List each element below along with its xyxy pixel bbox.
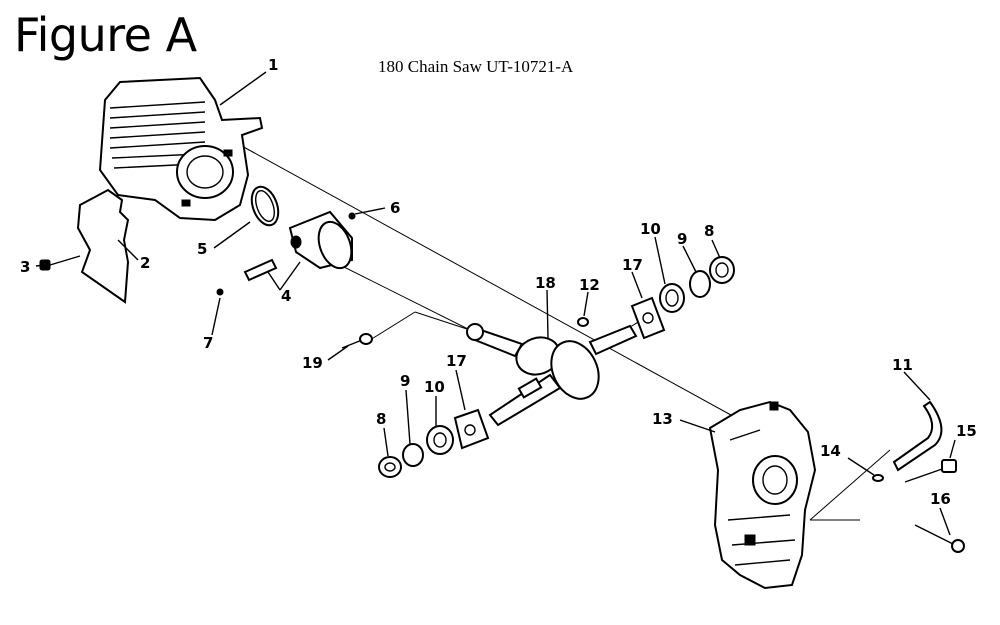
- woodruff-key-part: [577, 317, 589, 327]
- screw-part-16: [914, 524, 965, 553]
- crankcase-part: [708, 400, 817, 590]
- crankshaft-part: [466, 323, 638, 427]
- callout-10-right: 10: [640, 220, 661, 238]
- assembly-axis-line: [809, 449, 891, 521]
- callout-11: 11: [892, 356, 913, 374]
- callout-9-left: 9: [400, 372, 410, 390]
- pin-clip-part: [216, 288, 224, 296]
- snap-ring-right: [689, 270, 711, 298]
- callout-8-right: 8: [704, 222, 714, 240]
- figure-title: Figure A: [14, 8, 197, 62]
- callout-19: 19: [302, 354, 323, 372]
- assembly-axis-line: [369, 311, 416, 341]
- callout-6: 6: [390, 199, 400, 217]
- callout-15: 15: [956, 422, 977, 440]
- assembly-axis-line: [414, 311, 471, 331]
- callout-13: 13: [652, 410, 673, 428]
- cylinder-cover-plate: [76, 188, 130, 304]
- diagram-subtitle: 180 Chain Saw UT-10721-A: [378, 57, 574, 76]
- assembly-axis-line: [239, 144, 741, 421]
- callout-12: 12: [579, 276, 600, 294]
- piston-ring-part: [250, 185, 280, 227]
- callout-2: 2: [140, 254, 150, 272]
- bearing-plate-right: [630, 296, 666, 340]
- snap-ring-left: [402, 443, 424, 467]
- callout-17-left: 17: [446, 352, 467, 370]
- callout-14: 14: [820, 442, 841, 460]
- seal-right: [709, 256, 735, 284]
- callout-4: 4: [281, 287, 291, 305]
- piston-pin-part: [243, 258, 278, 282]
- callout-18: 18: [535, 274, 556, 292]
- piston-part: [288, 210, 353, 270]
- needle-bearing-right: [659, 283, 685, 313]
- callout-8-left: 8: [376, 410, 386, 428]
- callout-1: 1: [268, 56, 278, 74]
- callout-9-right: 9: [677, 230, 687, 248]
- callout-7: 7: [203, 334, 213, 352]
- callout-17-right: 17: [622, 256, 643, 274]
- screw-part-19: [341, 333, 373, 349]
- bearing-plate-left: [453, 408, 490, 450]
- seal-left: [378, 456, 402, 478]
- callout-16: 16: [930, 490, 951, 508]
- fitting-part: [872, 474, 884, 482]
- screw-part: [39, 255, 81, 271]
- callout-leaders: [35, 71, 956, 536]
- cylinder-part: [98, 76, 264, 222]
- clip-part: [348, 212, 356, 220]
- bolt-part-15: [904, 459, 957, 483]
- needle-bearing-left: [426, 425, 454, 455]
- callout-10-left: 10: [424, 378, 445, 396]
- callout-5: 5: [197, 240, 207, 258]
- callout-3: 3: [20, 258, 30, 276]
- impulse-hose-part: [892, 400, 943, 472]
